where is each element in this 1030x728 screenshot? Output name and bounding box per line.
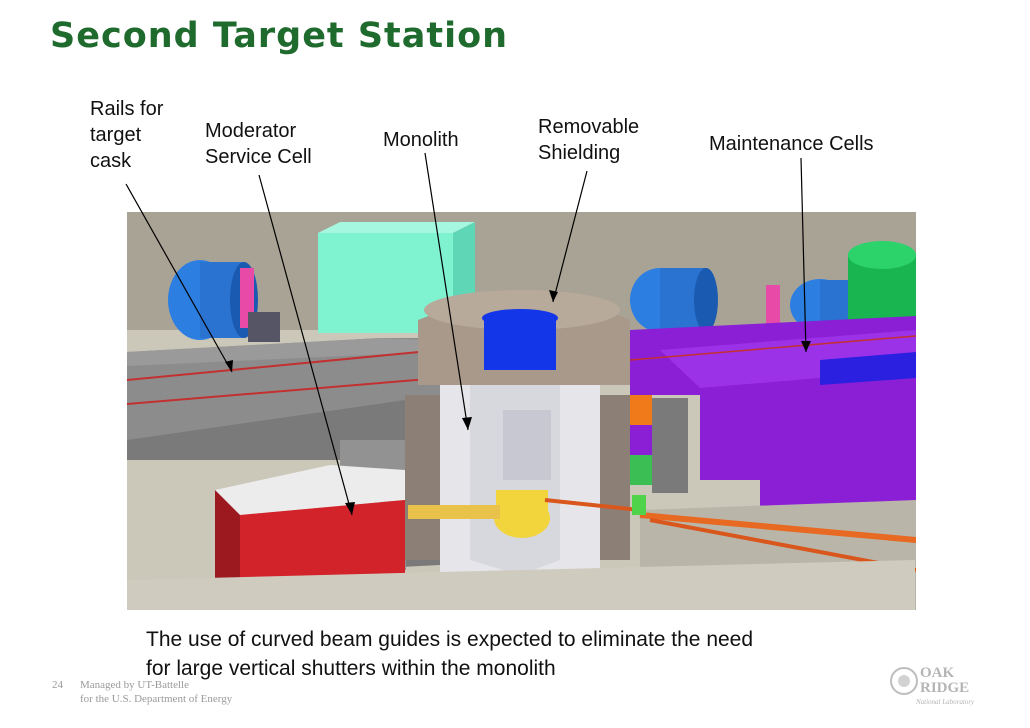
gray-slab-top bbox=[127, 338, 430, 366]
label-maintenance-cells: Maintenance Cells bbox=[709, 133, 874, 155]
arrowhead bbox=[801, 341, 811, 352]
dark-machinery bbox=[248, 312, 280, 342]
footer-line: Managed by UT-Battelle bbox=[80, 679, 189, 691]
footer-text: Managed by UT-Battelle for the U.S. Depa… bbox=[80, 678, 232, 706]
label-moderator-line: Moderator bbox=[205, 120, 297, 142]
logo-text-lab: National Laboratory bbox=[915, 698, 975, 706]
slide-caption: The use of curved beam guides is expecte… bbox=[146, 625, 753, 683]
rail-line bbox=[629, 335, 916, 361]
beam-guide-left bbox=[408, 505, 500, 519]
label-rails-line: target bbox=[90, 124, 142, 146]
pointer-service-cell bbox=[258, 174, 353, 516]
label-shielding-line: Removable bbox=[538, 116, 640, 138]
service-cell-roof bbox=[215, 465, 405, 515]
orange-block bbox=[630, 395, 652, 425]
caption-line: for large vertical shutters within the m… bbox=[146, 657, 556, 680]
arrowhead bbox=[462, 417, 472, 430]
label-moderator-service-cell: Moderator Service Cell bbox=[205, 118, 312, 170]
blue-hatch bbox=[820, 352, 916, 385]
arrowhead bbox=[549, 290, 558, 302]
caption-line: The use of curved beam guides is expecte… bbox=[146, 628, 754, 651]
pointer-shielding bbox=[552, 170, 588, 303]
rail-line bbox=[127, 377, 441, 405]
green-flange bbox=[632, 495, 646, 515]
arrowhead bbox=[345, 502, 355, 515]
logo-text-oak: OAK bbox=[920, 665, 955, 681]
foreground-floor bbox=[127, 560, 915, 610]
arrowhead bbox=[225, 360, 233, 372]
oak-ridge-logo: OAK RIDGE National Laboratory bbox=[890, 665, 975, 706]
page-number: 24 bbox=[52, 679, 63, 691]
proton-beamline bbox=[544, 498, 641, 512]
pointer-rails bbox=[125, 183, 233, 373]
pointer-maintenance bbox=[800, 157, 807, 353]
rail-line bbox=[127, 349, 441, 381]
label-rails-line: cask bbox=[90, 150, 132, 172]
label-rails-for-target-cask: Rails for target cask bbox=[90, 96, 163, 174]
monolith-core bbox=[484, 318, 556, 370]
logo-emblem-icon bbox=[890, 667, 918, 695]
label-monolith: Monolith bbox=[383, 129, 459, 151]
label-shielding-line: Shielding bbox=[538, 142, 621, 164]
gray-column bbox=[652, 398, 688, 493]
footer-line: for the U.S. Department of Energy bbox=[80, 693, 233, 705]
pink-pipe-right bbox=[766, 285, 780, 333]
logo-text-ridge: RIDGE bbox=[920, 680, 969, 696]
logo-emblem-core-icon bbox=[898, 675, 910, 687]
target-assembly bbox=[503, 410, 551, 480]
green-block bbox=[630, 455, 652, 485]
service-cell-side bbox=[215, 490, 240, 605]
target-vessel-body bbox=[496, 490, 548, 518]
green-tank-top bbox=[848, 241, 916, 269]
pointer-monolith bbox=[424, 152, 469, 431]
blue-tank-middle-end bbox=[694, 268, 718, 332]
label-removable-shielding: Removable Shielding bbox=[538, 114, 639, 166]
teal-building-roof bbox=[318, 222, 475, 233]
beam-guide-right bbox=[639, 512, 916, 543]
slide-title: Second Target Station bbox=[50, 16, 509, 56]
label-rails-line: Rails for bbox=[90, 98, 164, 120]
purple-block bbox=[630, 425, 652, 455]
label-moderator-line: Service Cell bbox=[205, 146, 312, 168]
